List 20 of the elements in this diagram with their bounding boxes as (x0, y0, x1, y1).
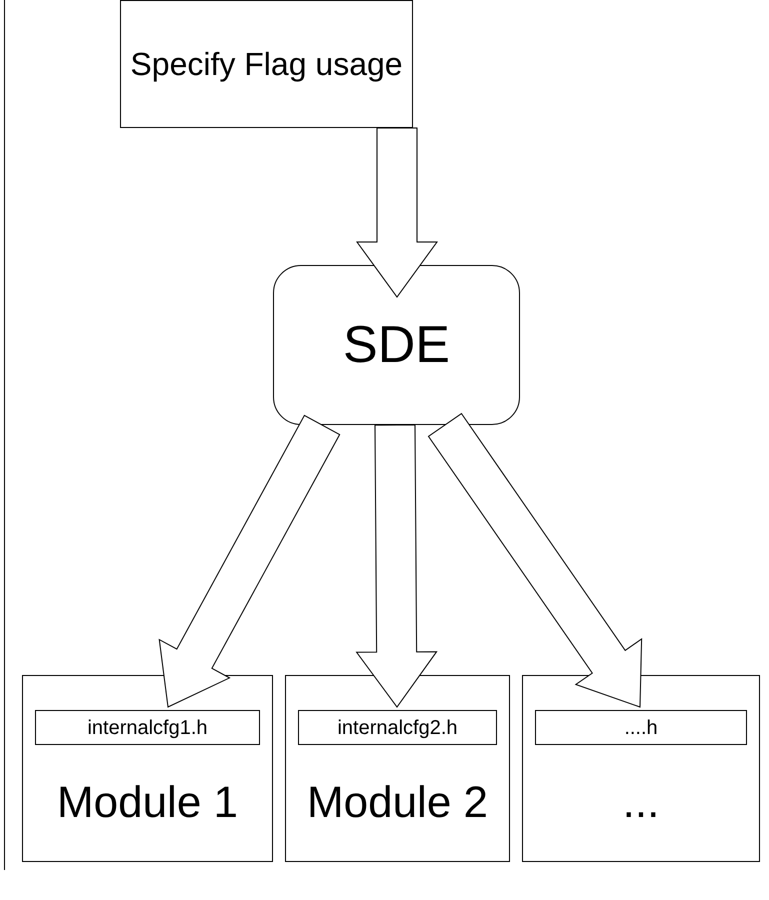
node-label: ....h (624, 718, 658, 738)
module-box (285, 675, 510, 862)
node-label: internalcfg1.h (87, 718, 208, 738)
module-box (22, 675, 273, 862)
node-label: Specify Flag usage (130, 48, 403, 80)
block-arrow (356, 128, 438, 298)
file-box (535, 710, 747, 745)
node-label: ... (622, 781, 660, 825)
process-box (120, 0, 413, 128)
node-label: Module 1 (56, 781, 238, 825)
node-label: Module 2 (306, 781, 488, 825)
file-box (35, 710, 260, 745)
node-label: internalcfg2.h (337, 718, 458, 738)
block-arrow (356, 424, 438, 708)
block-arrow (158, 414, 340, 708)
node-label: SDE (343, 319, 450, 371)
file-box (298, 710, 497, 745)
module-box (522, 675, 760, 862)
block-arrow (428, 412, 642, 708)
rounded-process-box (273, 265, 520, 425)
